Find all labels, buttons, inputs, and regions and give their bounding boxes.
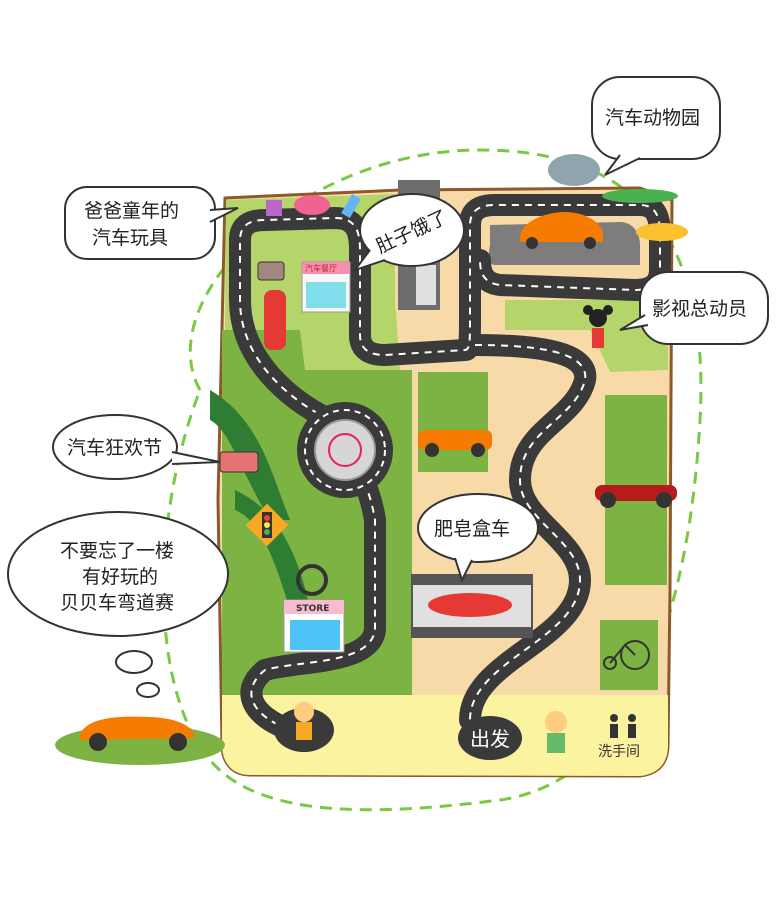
bubble-carnival-text: 汽车狂欢节 [67, 437, 162, 459]
gift-icon [266, 200, 282, 216]
restaurant-building[interactable] [301, 261, 351, 313]
bubble-reminder-line1: 不要忘了一楼 [60, 540, 174, 562]
store-sign: STORE [296, 604, 329, 614]
grass-patch-1 [418, 372, 488, 472]
restroom-label: 洗手间 [598, 744, 640, 760]
bubble-movie [619, 271, 769, 345]
crocodile-icon [602, 189, 678, 203]
camera-icon [257, 261, 285, 281]
restroom-icon[interactable] [610, 714, 636, 738]
bubble-hungry [352, 193, 465, 272]
bubble-car-zoo-text: 汽车动物园 [605, 107, 700, 129]
radio-icon [219, 451, 259, 473]
bicycle-icon [603, 640, 650, 670]
bubble-reminder [7, 511, 229, 698]
bubble-reminder-line2: 有好玩的 [82, 566, 158, 588]
bubble-movie-text: 影视总动员 [652, 298, 747, 320]
race-track-lane [412, 575, 532, 585]
steering-wheel-icon [296, 564, 328, 596]
start-label: 出发 [470, 727, 510, 751]
bubble-soap-box-text: 肥皂盒车 [434, 518, 510, 540]
bubble-reminder-line3: 贝贝车弯道赛 [60, 592, 174, 614]
racecar [428, 593, 512, 617]
bubble-dad-toys [64, 186, 239, 260]
road-dashes [239, 204, 661, 731]
bubble-soap-box [417, 493, 539, 583]
orange-jeep-car [418, 430, 492, 457]
race-track-lane-2 [412, 627, 532, 637]
restaurant-sign: 汽车餐厅 [305, 263, 337, 273]
parking-stripes [416, 265, 436, 305]
bubble-carnival [52, 414, 221, 480]
pen-icon [341, 193, 361, 219]
orange-convertible-car [55, 716, 225, 765]
red-sports-car-vertical [264, 290, 286, 350]
roundabout-dash [304, 409, 386, 491]
orange-beetle-car [520, 212, 603, 249]
bubble-dad-toys-line2: 汽车玩具 [92, 227, 168, 249]
bubble-car-zoo [591, 76, 721, 176]
store-building[interactable] [283, 599, 345, 653]
grass-top-right [505, 300, 668, 372]
roundabout-center [314, 419, 376, 481]
girl-icon [294, 702, 314, 740]
car-icon [294, 195, 330, 215]
leopard-icon [636, 223, 688, 241]
start-platform-2[interactable] [458, 716, 522, 760]
mickey-icon [583, 305, 613, 348]
bubble-dad-toys-line1: 爸爸童年的 [84, 200, 179, 222]
boy-icon [545, 711, 567, 753]
hippo-icon [548, 154, 600, 186]
steering-wheel-logo-icon [328, 433, 362, 467]
red-vintage-car [595, 485, 677, 508]
